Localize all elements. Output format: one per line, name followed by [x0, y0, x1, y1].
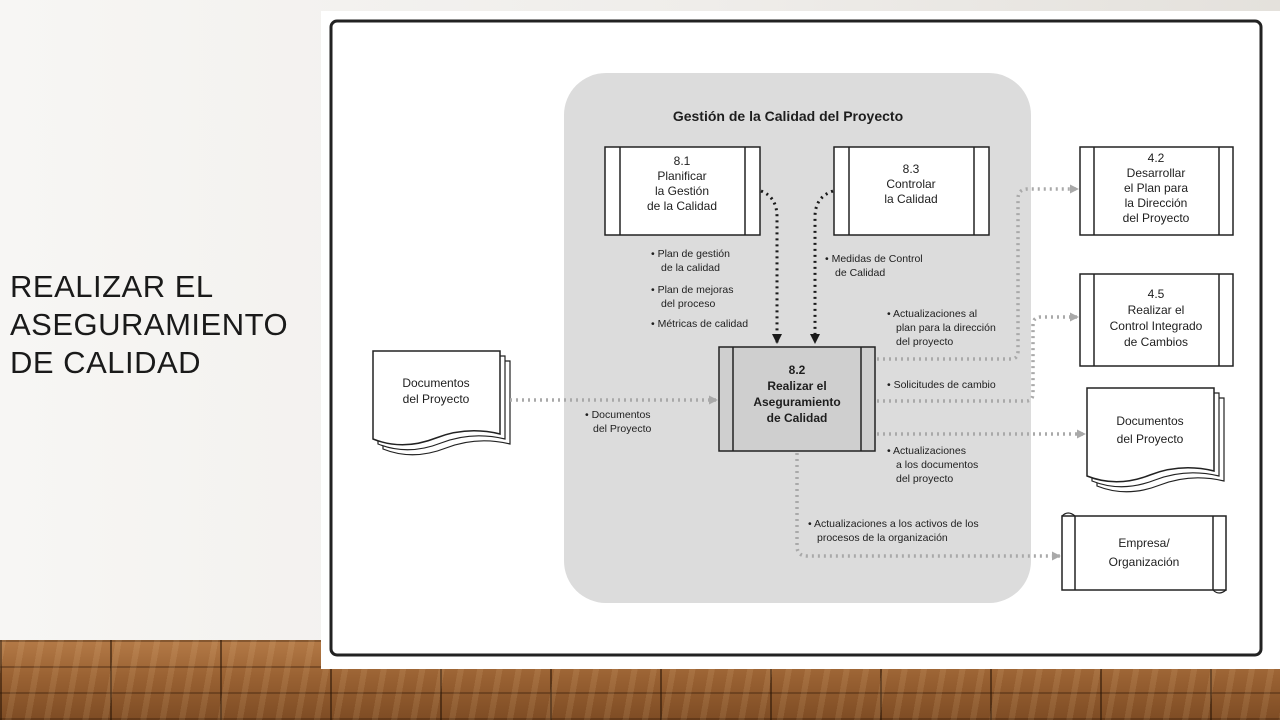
svg-text:del proyecto: del proyecto — [896, 336, 953, 348]
svg-text:• Solicitudes de cambio: • Solicitudes de cambio — [887, 379, 996, 391]
label-outputs-8-1: • Plan de gestión de la calidad • Plan d… — [651, 248, 748, 330]
empresa-line-2: Organización — [1109, 555, 1180, 569]
label-asset-updates: • Actualizaciones a los activos de los p… — [808, 518, 979, 544]
svg-text:• Actualizaciones al: • Actualizaciones al — [887, 308, 977, 320]
arrow-8-2-to-4-5 — [877, 312, 1079, 403]
svg-text:procesos de la organización: procesos de la organización — [817, 532, 948, 544]
process-8-1-line-1: Planificar — [657, 169, 706, 183]
process-4-5-number: 4.5 — [1148, 287, 1165, 301]
group-title: Gestión de la Calidad del Proyecto — [673, 108, 903, 124]
process-4-2-desarrollar-plan: 4.2 Desarrollar el Plan para la Direcció… — [1079, 146, 1234, 236]
process-8-2-line-2: Aseguramiento — [753, 395, 840, 409]
slide-title-line-1: REALIZAR EL — [10, 269, 214, 304]
arrow-8-3-to-8-2 — [810, 189, 834, 344]
process-8-2-line-3: de Calidad — [767, 411, 828, 425]
process-8-2-number: 8.2 — [789, 363, 806, 377]
process-4-2-number: 4.2 — [1148, 151, 1165, 165]
process-8-1-number: 8.1 — [674, 154, 691, 168]
slide-title-line-2: ASEGURAMIENTO — [10, 307, 289, 342]
empresa-organizacion: Empresa/ Organización — [1061, 512, 1227, 594]
slide-title: REALIZAR EL ASEGURAMIENTO DE CALIDAD — [10, 268, 330, 382]
process-8-1-line-2: la Gestión — [655, 184, 709, 198]
process-8-3-line-1: Controlar — [886, 177, 935, 191]
process-4-5-control-integrado: 4.5 Realizar el Control Integrado de Cam… — [1079, 273, 1234, 367]
label-docs-input: • Documentos del Proyecto — [585, 409, 652, 435]
svg-text:de Calidad: de Calidad — [835, 267, 885, 279]
process-8-1-planificar: 8.1 Planificar la Gestión de la Calidad — [604, 146, 761, 236]
svg-text:• Actualizaciones: • Actualizaciones — [887, 445, 966, 457]
empresa-line-1: Empresa/ — [1118, 536, 1170, 550]
process-8-2-realizar-aseguramiento: 8.2 Realizar el Aseguramiento de Calidad — [718, 346, 876, 452]
svg-text:• Actualizaciones a los activo: • Actualizaciones a los activos de los — [808, 518, 979, 530]
process-4-5-line-3: de Cambios — [1124, 335, 1188, 349]
process-4-2-line-2: el Plan para — [1124, 181, 1188, 195]
svg-text:a los documentos: a los documentos — [896, 459, 978, 471]
svg-text:del proyecto: del proyecto — [896, 473, 953, 485]
process-4-5-line-2: Control Integrado — [1110, 319, 1203, 333]
process-4-5-line-1: Realizar el — [1128, 303, 1185, 317]
svg-text:• Plan de mejoras: • Plan de mejoras — [651, 284, 733, 296]
process-8-2-line-1: Realizar el — [767, 379, 826, 393]
label-plan-updates: • Actualizaciones al plan para la direcc… — [887, 308, 996, 348]
process-4-2-line-1: Desarrollar — [1127, 166, 1186, 180]
svg-text:del proceso: del proceso — [661, 298, 715, 310]
slide-title-line-3: DE CALIDAD — [10, 345, 202, 380]
process-diagram: Gestión de la Calidad del Proyecto 8.1 P… — [329, 19, 1263, 657]
process-8-3-line-2: la Calidad — [884, 192, 937, 206]
label-outputs-8-3: • Medidas de Control de Calidad — [825, 253, 923, 279]
svg-text:del Proyecto: del Proyecto — [593, 423, 652, 435]
arrow-8-2-to-empresa — [795, 453, 1061, 561]
process-8-3-number: 8.3 — [903, 162, 920, 176]
process-8-1-line-3: de la Calidad — [647, 199, 717, 213]
documentos-input-line-1: Documentos — [402, 376, 469, 390]
process-4-2-line-3: la Dirección — [1125, 196, 1188, 210]
documentos-proyecto-output: Documentos del Proyecto — [1086, 387, 1225, 493]
diagram-panel: Gestión de la Calidad del Proyecto 8.1 P… — [321, 11, 1280, 669]
svg-text:• Plan de gestión: • Plan de gestión — [651, 248, 730, 260]
svg-text:de la calidad: de la calidad — [661, 262, 720, 274]
label-doc-updates: • Actualizaciones a los documentos del p… — [887, 445, 978, 485]
process-4-2-line-4: del Proyecto — [1123, 211, 1190, 225]
documentos-input-line-2: del Proyecto — [403, 392, 470, 406]
documentos-proyecto-input: Documentos del Proyecto — [372, 350, 511, 456]
documentos-output-line-2: del Proyecto — [1117, 432, 1184, 446]
svg-text:• Métricas de calidad: • Métricas de calidad — [651, 318, 748, 330]
svg-text:plan para la dirección: plan para la dirección — [896, 322, 996, 334]
label-change-requests: • Solicitudes de cambio — [887, 379, 996, 391]
documentos-output-line-1: Documentos — [1116, 414, 1183, 428]
svg-text:• Documentos: • Documentos — [585, 409, 651, 421]
svg-text:• Medidas de Control: • Medidas de Control — [825, 253, 923, 265]
process-8-3-controlar: 8.3 Controlar la Calidad — [833, 146, 990, 236]
